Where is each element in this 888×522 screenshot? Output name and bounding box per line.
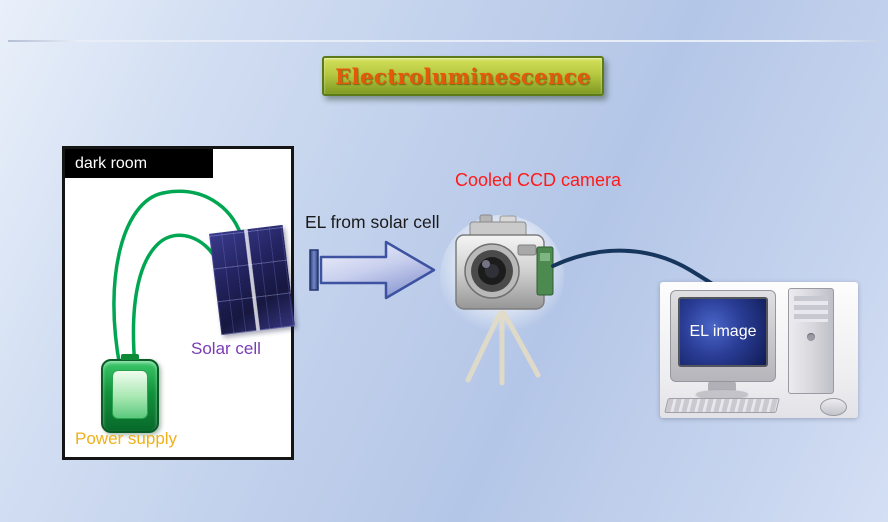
flow-arrow-icon (309, 240, 436, 300)
tower-power-button (807, 333, 815, 341)
ccd-camera-image (440, 214, 564, 386)
computer-image: EL image (660, 282, 858, 418)
tower-drive-bays (794, 296, 828, 322)
el-from-solar-cell-label: EL from solar cell (305, 212, 440, 232)
dark-room-header: dark room (65, 149, 213, 178)
dark-room-label: dark room (75, 154, 148, 172)
keyboard-icon (664, 398, 780, 413)
wire-path-1 (112, 189, 243, 369)
solar-panel-image (209, 224, 295, 336)
dark-room-box: dark room Solar cell Power supply (62, 146, 295, 460)
arrow-source-bar (309, 249, 319, 291)
monitor-stand (708, 382, 736, 391)
monitor-screen: EL image (678, 297, 768, 367)
wire-icon (112, 189, 243, 369)
ccd-camera-label: Cooled CCD camera (454, 170, 622, 190)
el-image-label: EL image (689, 323, 757, 340)
wire-path-2 (131, 233, 219, 369)
camera-circuit-chip (540, 253, 550, 261)
monitor: EL image (670, 290, 776, 382)
camera-detail (517, 244, 537, 256)
solar-cell-label: Solar cell (191, 339, 261, 358)
tripod-icon (465, 310, 541, 386)
mouse-icon (820, 398, 847, 416)
title-banner: Electroluminescence (322, 56, 604, 96)
battery-core (112, 370, 148, 419)
page-title: Electroluminescence (335, 63, 591, 89)
battery-icon (101, 354, 159, 433)
computer-tower (788, 288, 834, 394)
camera-lens-icon (464, 243, 520, 299)
battery-terminal (121, 354, 139, 360)
monitor-base (696, 390, 748, 398)
divider-line (8, 40, 880, 42)
power-supply-label: Power supply (75, 429, 178, 448)
arrow-shape (319, 240, 436, 300)
